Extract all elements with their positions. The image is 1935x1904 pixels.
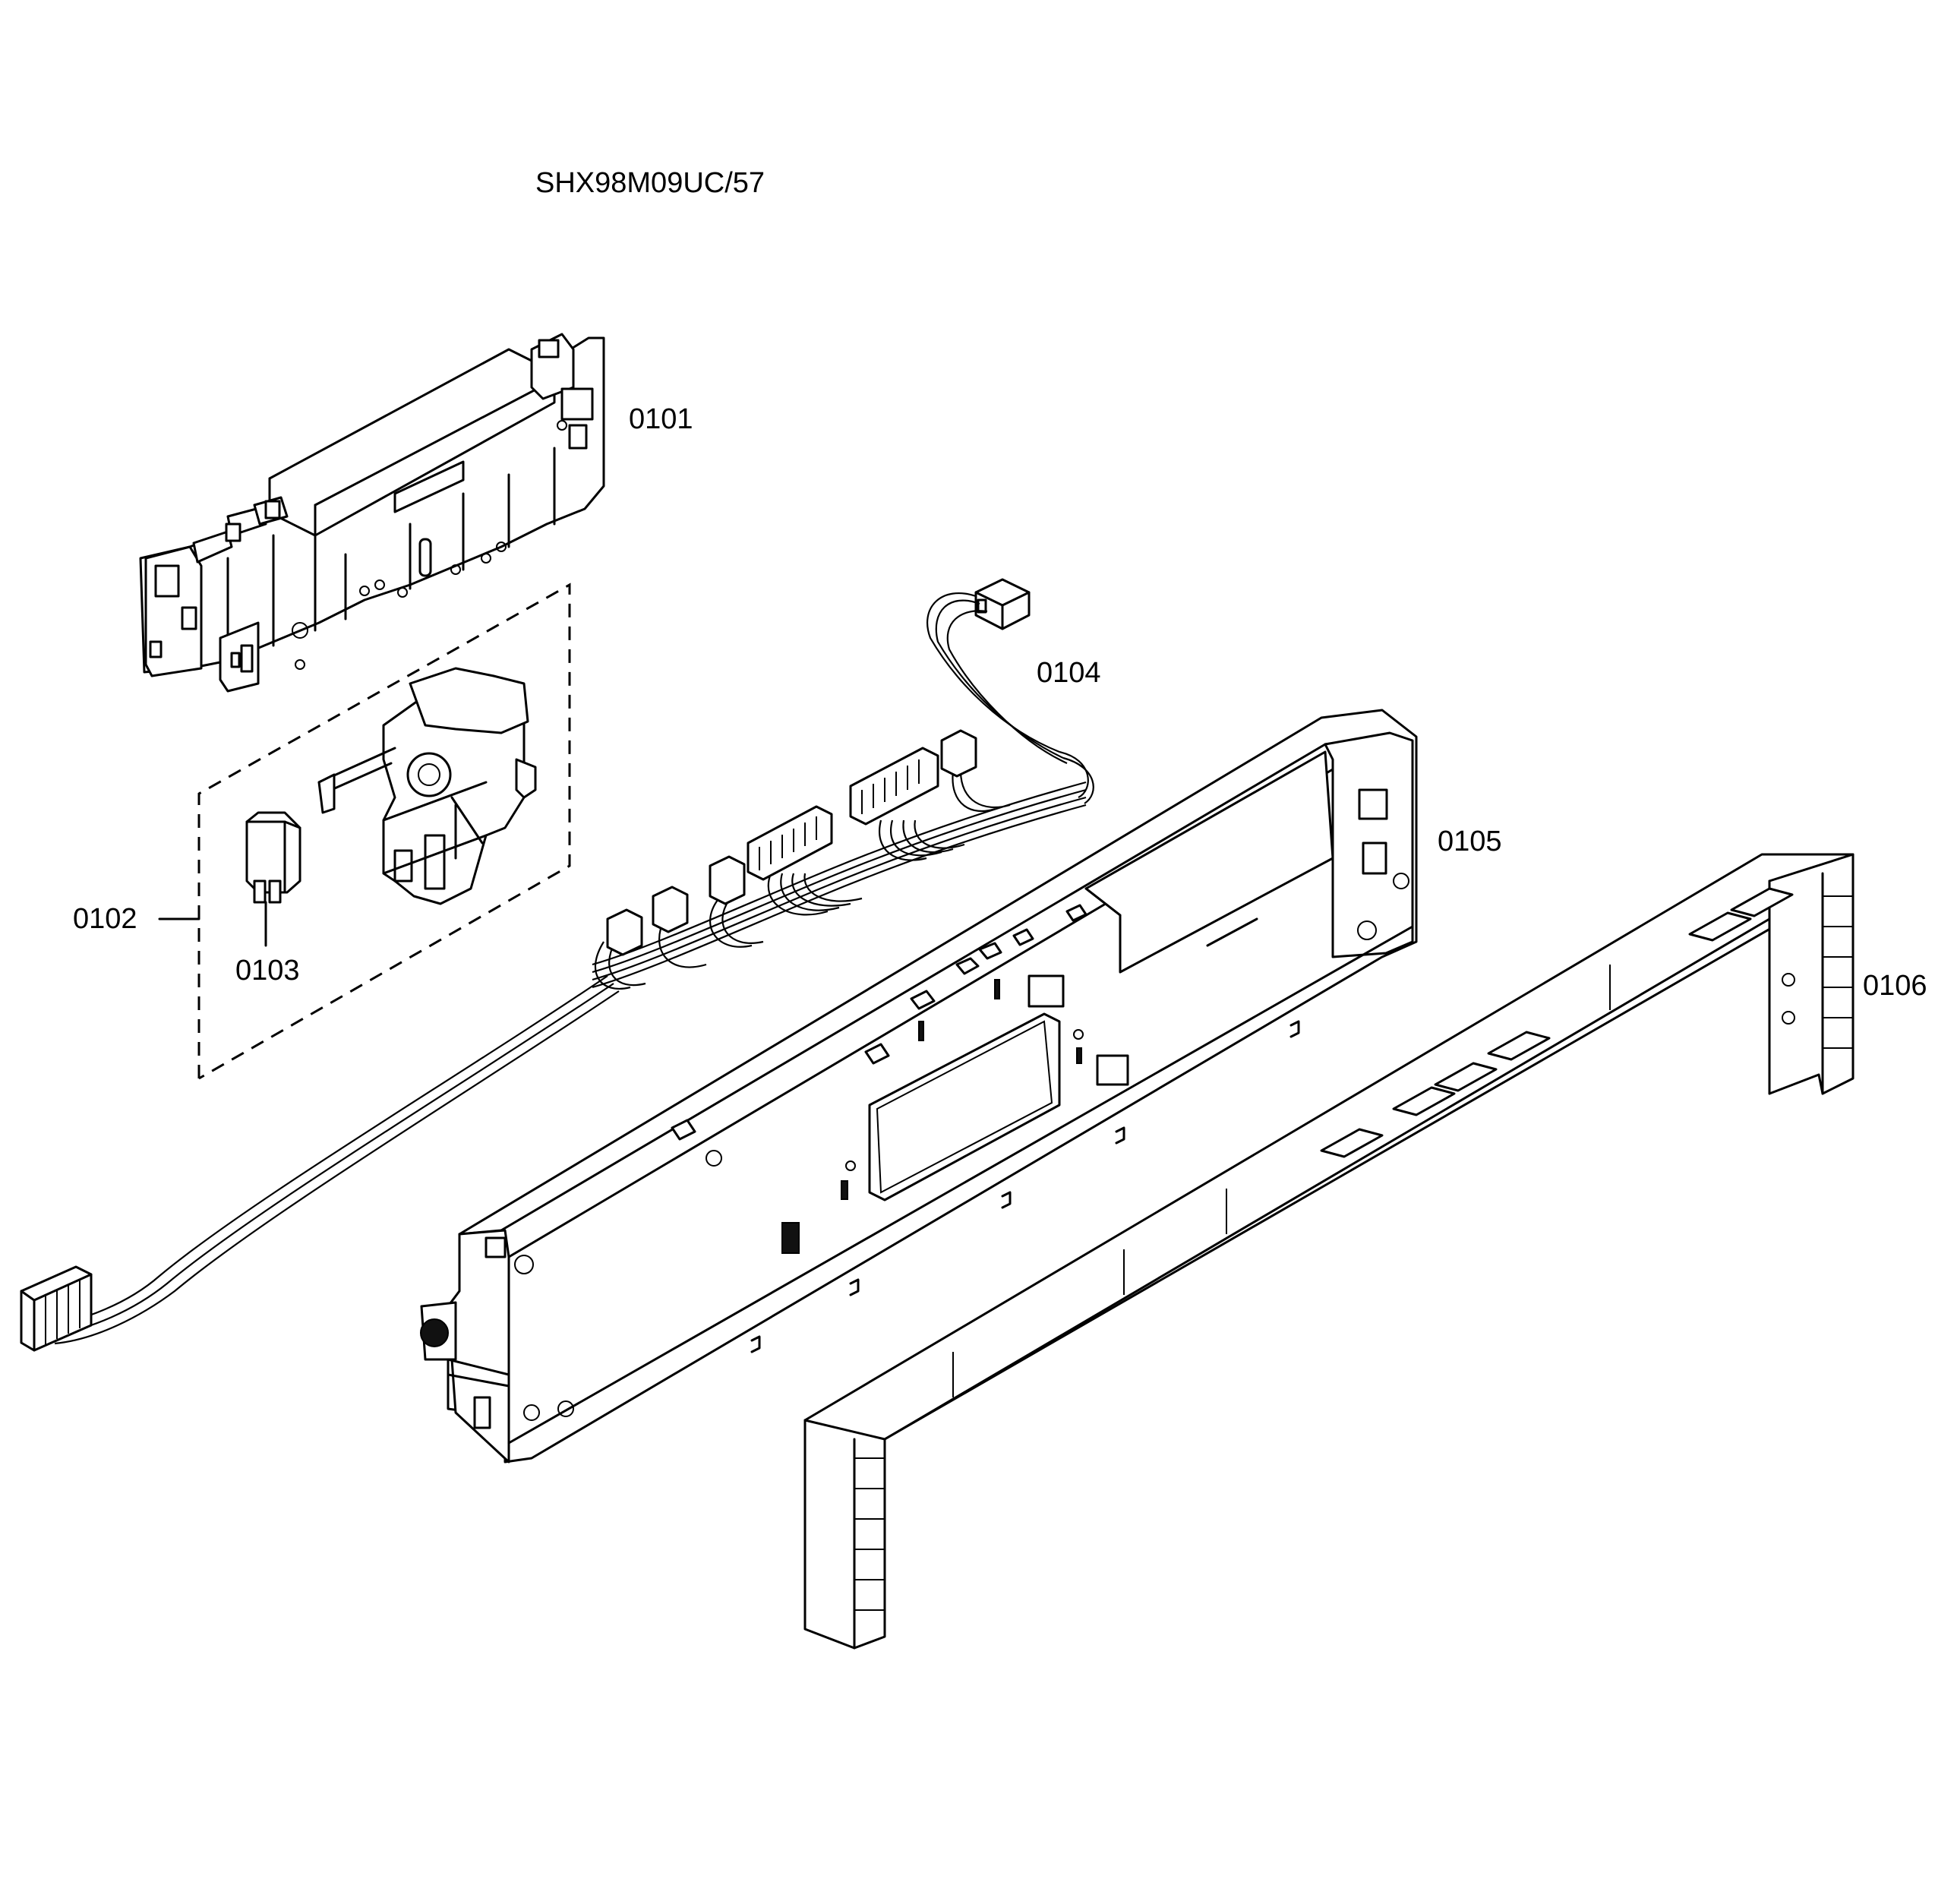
label-0102: 0102 <box>73 903 137 935</box>
label-0105: 0105 <box>1438 826 1502 857</box>
trim-strip-0106[interactable] <box>803 853 1855 1650</box>
label-0103: 0103 <box>235 955 300 987</box>
control-module-0101[interactable] <box>139 333 605 693</box>
model-title: SHX98M09UC/57 <box>535 167 765 199</box>
control-panel-frame-0105[interactable] <box>420 709 1418 1464</box>
wire-harness-0104[interactable] <box>20 578 1094 1352</box>
micro-switch-0103[interactable] <box>245 811 301 947</box>
assembly-group-0102 <box>197 583 571 1080</box>
label-0106: 0106 <box>1863 970 1927 1002</box>
door-switch-assembly[interactable] <box>317 667 537 905</box>
label-0104: 0104 <box>1037 657 1101 689</box>
label-0101: 0101 <box>629 403 693 435</box>
